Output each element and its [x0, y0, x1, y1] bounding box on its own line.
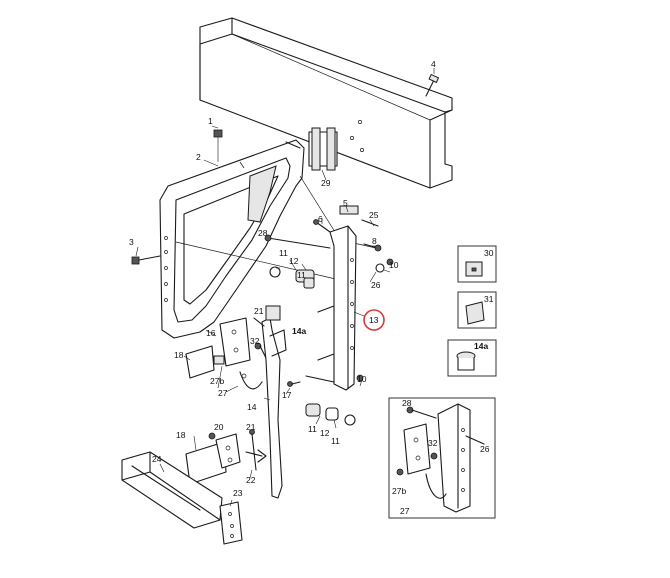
callout-27: 27 [218, 388, 228, 398]
callout-6: 6 [318, 214, 323, 224]
callout-10-b: 10 [357, 374, 367, 384]
detail-callout-27b: 27b [392, 486, 406, 496]
callout-14a: 14a [292, 326, 306, 336]
callout-4: 4 [431, 59, 436, 69]
part-box-14a-label: 14a [474, 341, 488, 351]
part-box-14a: 14a [447, 339, 497, 377]
detail-callout-26: 26 [480, 444, 490, 454]
detail-callout-28: 28 [402, 398, 412, 408]
callout-16: 16 [206, 328, 216, 338]
callout-24: 24 [152, 454, 162, 464]
callout-29: 29 [321, 178, 331, 188]
callout-10-a: 10 [389, 260, 399, 270]
hinge-bracket-16 [185, 317, 267, 390]
leader-lines [135, 68, 435, 507]
callout-25: 25 [369, 210, 379, 220]
foot-plate-23 [219, 501, 243, 545]
part-box-30-label: 30 [484, 248, 494, 258]
callout-11-a: 11 [279, 248, 288, 258]
clamp-29 [308, 127, 338, 181]
rod-14 [253, 305, 301, 499]
callout-3: 3 [129, 237, 134, 247]
callout-labels: 4 1 2 3 29 5 25 6 28 8 11 12 11 10 26 13… [129, 59, 490, 516]
detail-callout-32: 32 [428, 438, 438, 448]
part-box-30: 30 [457, 245, 497, 283]
callout-1: 1 [208, 116, 213, 126]
callout-12-b: 12 [320, 428, 330, 438]
nut-1 [213, 129, 223, 162]
callout-12-a: 12 [289, 256, 299, 266]
chassis-beam [199, 17, 453, 189]
callout-26: 26 [371, 280, 381, 290]
callout-21-b: 21 [246, 422, 256, 432]
callout-18-b: 18 [176, 430, 186, 440]
callout-20: 20 [214, 422, 224, 432]
callout-13: 13 [369, 315, 379, 325]
bolt-3 [131, 255, 161, 265]
callout-23: 23 [233, 488, 243, 498]
callout-28: 28 [258, 228, 268, 238]
bolt-4 [425, 73, 440, 97]
callout-32: 32 [250, 336, 260, 346]
detail-callout-27: 27 [400, 506, 410, 516]
callout-8: 8 [372, 236, 377, 246]
callout-11-c: 11 [308, 424, 317, 434]
callout-2: 2 [196, 152, 201, 162]
callout-5: 5 [343, 198, 348, 208]
rail-24 [121, 451, 223, 529]
vertical-bracket-13 [317, 225, 357, 391]
lower-bracket-18 [185, 429, 267, 485]
callout-11-d: 11 [331, 436, 340, 446]
part-box-31: 31 [457, 291, 497, 329]
callout-17: 17 [282, 390, 292, 400]
callout-18-a: 18 [174, 350, 184, 360]
callout-14: 14 [247, 402, 257, 412]
bracket-hardware [264, 205, 394, 426]
callout-27b: 27b [210, 376, 224, 386]
callout-22: 22 [246, 475, 256, 485]
callout-11-b: 11 [297, 270, 306, 280]
highlight-circle-13 [363, 309, 385, 331]
callout-21: 21 [254, 306, 264, 316]
detail-box [388, 397, 496, 519]
part-box-31-label: 31 [484, 294, 494, 304]
door-frame [159, 139, 305, 339]
